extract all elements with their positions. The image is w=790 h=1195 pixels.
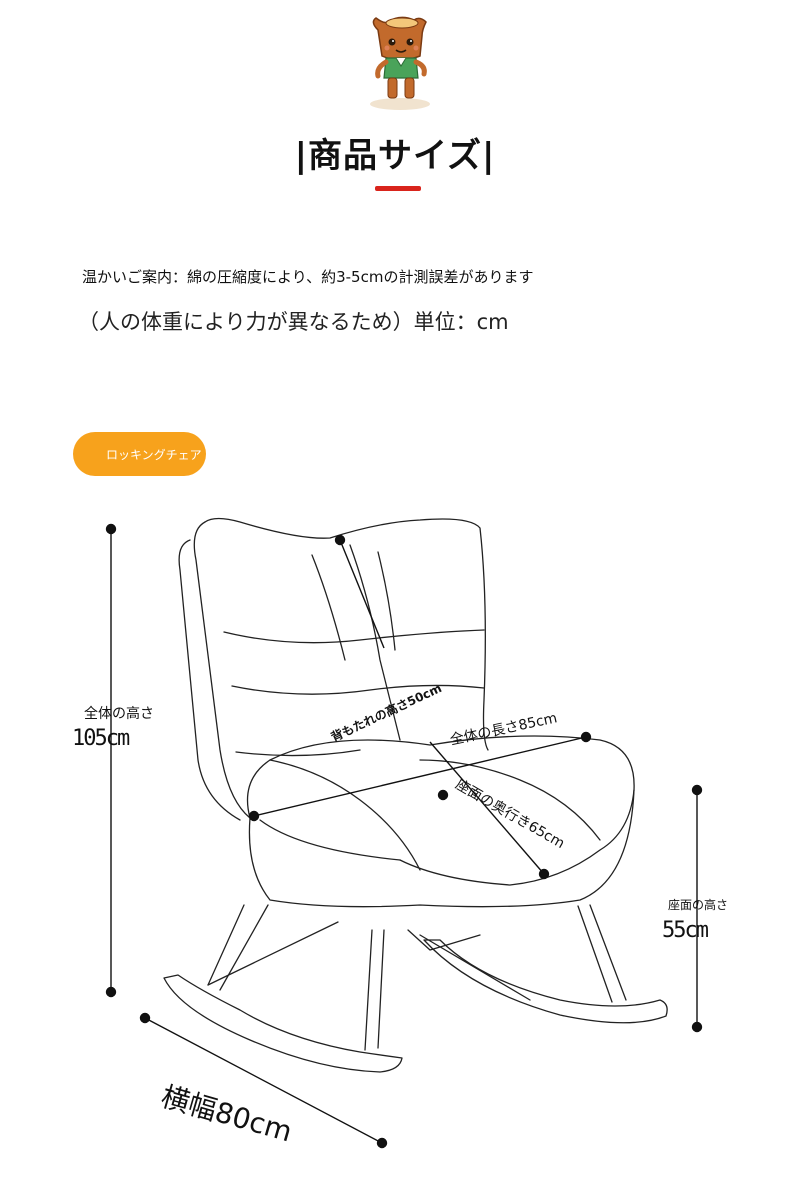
mascot-icon — [370, 16, 430, 110]
product-tag — [73, 432, 206, 476]
seat-height-label: 座面の高さ — [668, 898, 729, 912]
page-title: |商品サイズ| — [294, 136, 496, 176]
total-height-label: 全体の高さ — [84, 706, 154, 722]
notice-line-1: 温かいご案内：綿の圧縮度により、約3-5cmの計測誤差があります — [82, 268, 534, 286]
notice-line-2: （人の体重により力が異なるため）単位：cm — [78, 310, 509, 334]
seat-height-value: 55cm — [662, 918, 709, 943]
title-underline — [375, 186, 421, 191]
total-height-value: 105cm — [72, 726, 130, 751]
product-tag-label: ロッキングチェア — [106, 448, 202, 462]
